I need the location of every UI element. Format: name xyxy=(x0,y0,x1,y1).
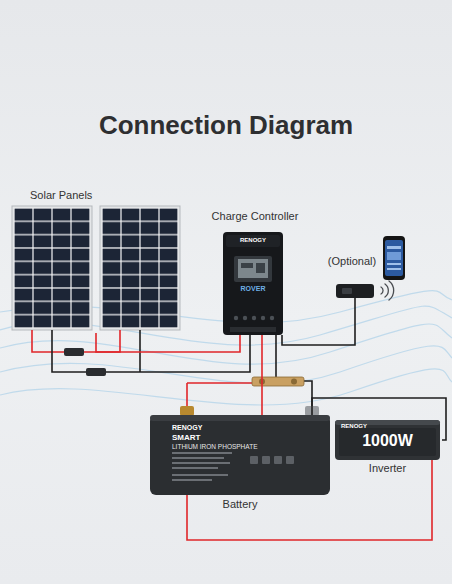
phone xyxy=(383,236,405,280)
solar-panel xyxy=(12,206,92,330)
panel-group: Solar Panels xyxy=(12,188,182,333)
node-label: Solar Panels xyxy=(30,189,92,202)
charge-controller xyxy=(223,232,283,335)
battery xyxy=(150,406,330,495)
inverter xyxy=(335,420,440,460)
title: Connection Diagram xyxy=(0,110,452,141)
node-label: SMART xyxy=(172,433,200,442)
node-label: (Optional) xyxy=(322,255,382,268)
wire xyxy=(96,333,240,352)
wire xyxy=(282,298,355,345)
battery-box: RENOGYSMARTLITHIUM IRON PHOSPHATE Battery xyxy=(150,415,332,512)
wifi-signal xyxy=(381,281,394,300)
bluetooth-module xyxy=(336,284,374,298)
node-label: Battery xyxy=(150,498,330,511)
node-label: RENOGY xyxy=(341,423,367,430)
node-label: Charge Controller xyxy=(200,210,310,223)
charge-controller-box: Charge ControllerRENOGY ROVER xyxy=(200,208,312,335)
wire xyxy=(261,335,263,415)
node-label: LITHIUM IRON PHOSPHATE xyxy=(172,443,257,450)
node-label: ROVER xyxy=(223,285,283,293)
node-label: 1000W xyxy=(335,432,440,450)
inverter-box: RENOGY 1000W Inverter xyxy=(335,420,442,476)
solar-panel xyxy=(100,206,180,330)
panel-leads xyxy=(32,330,250,372)
optional-module-box: (Optional) xyxy=(322,254,384,298)
node-label: RENOGY xyxy=(172,424,202,432)
node-label: RENOGY xyxy=(223,237,283,244)
bus-bar xyxy=(252,377,304,386)
node-label: Inverter xyxy=(335,462,440,475)
